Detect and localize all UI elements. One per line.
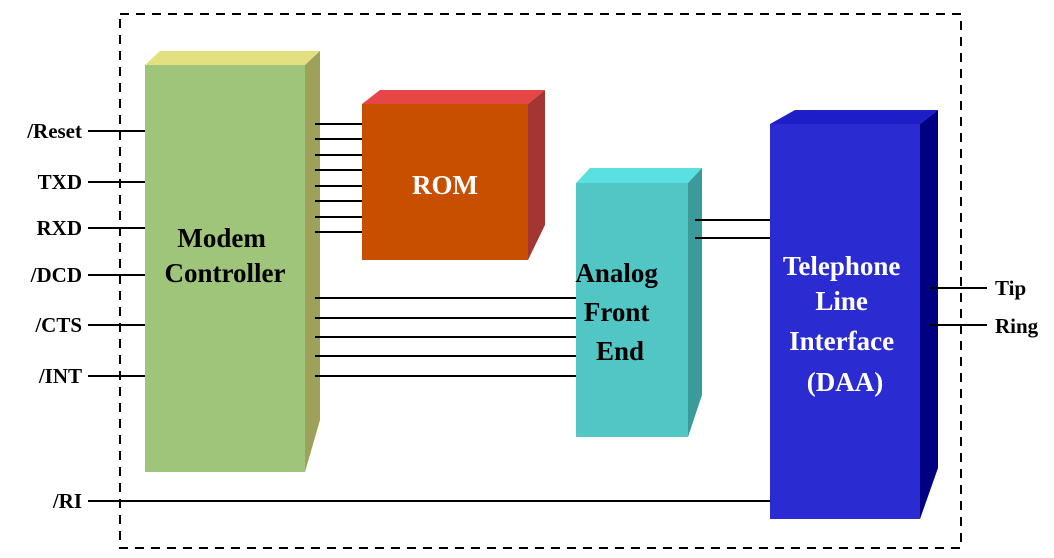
modem-controller-label: Modem Controller — [165, 223, 286, 288]
modem-controller-label-line-1: Modem — [177, 223, 266, 253]
pin-int-label: /INT — [38, 364, 82, 388]
daa-front-face — [770, 124, 920, 519]
pin-ring-label: Ring — [995, 314, 1039, 338]
daa-label: Telephone Line Interface (DAA) — [783, 251, 907, 397]
left-pins: /Reset TXD RXD /DCD /CTS /INT — [26, 119, 145, 388]
chip-boundary — [119, 13, 962, 549]
pin-rxd-label: RXD — [37, 216, 83, 240]
analog-front-end-label-line-3: End — [596, 336, 644, 366]
modem-controller-side-face — [305, 51, 320, 472]
right-pins: Tip Ring — [930, 276, 1039, 338]
rom-front-face — [362, 104, 528, 260]
modem-controller-front-face — [145, 65, 305, 472]
controller-afe-bus — [315, 297, 576, 377]
daa-label-line-2: Line — [815, 286, 868, 316]
daa-label-line-4: (DAA) — [807, 367, 883, 397]
pin-ri-label: /RI — [52, 489, 82, 513]
pin-txd-label: TXD — [38, 170, 82, 194]
ri-pin: /RI — [52, 489, 770, 513]
analog-front-end-label-line-1: Analog — [575, 258, 658, 288]
analog-front-end-top-face — [576, 168, 702, 183]
controller-rom-bus — [315, 123, 362, 233]
analog-front-end-label-line-2: Front — [584, 297, 650, 327]
daa-block: Telephone Line Interface (DAA) — [770, 110, 938, 519]
rom-side-face — [528, 90, 545, 260]
pin-tip-label: Tip — [995, 276, 1026, 300]
analog-front-end-front-face — [576, 183, 688, 437]
pin-reset-label: /Reset — [26, 119, 82, 143]
pin-cts-label: /CTS — [34, 313, 82, 337]
modem-controller-top-face — [145, 51, 320, 65]
modem-controller-block: Modem Controller — [145, 51, 320, 472]
analog-front-end-side-face — [688, 168, 702, 437]
afe-daa-link — [695, 219, 770, 239]
rom-block: ROM — [362, 90, 545, 260]
daa-top-face — [770, 110, 938, 124]
modem-controller-label-line-2: Controller — [165, 258, 286, 288]
daa-side-face — [920, 110, 938, 519]
analog-front-end-block: Analog Front End — [575, 168, 702, 437]
pin-dcd-label: /DCD — [30, 263, 82, 287]
analog-front-end-label: Analog Front End — [575, 258, 664, 366]
rom-top-face — [362, 90, 545, 104]
rom-label: ROM — [412, 170, 478, 200]
daa-label-line-3: Interface — [789, 326, 894, 356]
daa-label-line-1: Telephone — [783, 251, 901, 281]
rom-label-line-1: ROM — [412, 170, 478, 200]
